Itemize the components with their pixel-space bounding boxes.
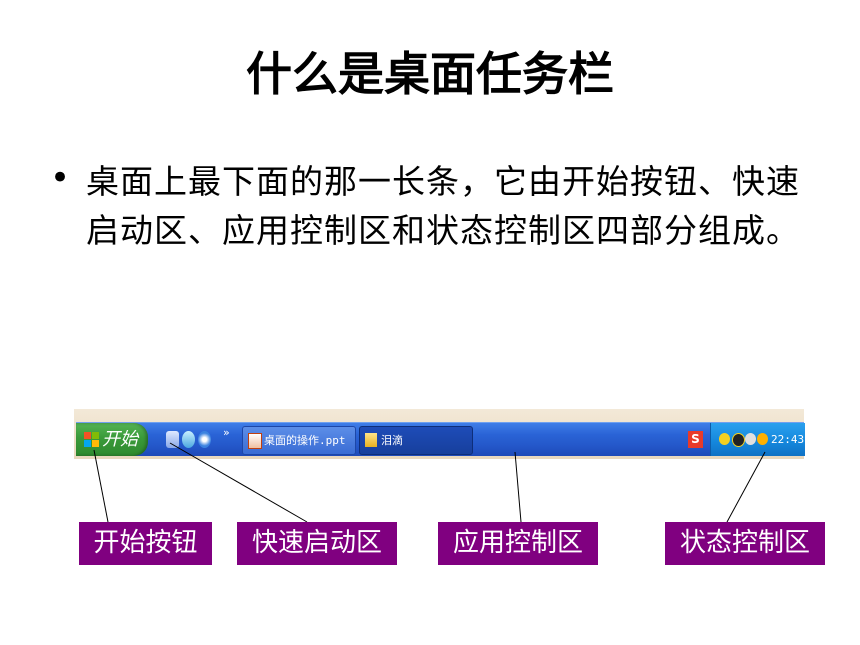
input-method-icon[interactable]: S xyxy=(688,431,703,448)
callout-line-tray xyxy=(726,451,766,523)
powerpoint-icon xyxy=(248,433,262,449)
bullet-text: 桌面上最下面的那一长条，它由开始按钮、快速启动区、应用控制区和状态控制区四部分组… xyxy=(86,162,800,250)
tray-status-icon[interactable] xyxy=(757,433,768,445)
task-button-ppt[interactable]: 桌面的操作.ppt xyxy=(242,426,356,455)
callout-line-start xyxy=(93,449,109,523)
start-label: 开始 xyxy=(102,429,138,450)
callout-quick-launch: 快速启动区 xyxy=(237,522,397,565)
callout-line-quicklaunch xyxy=(169,442,308,523)
start-button[interactable]: 开始 xyxy=(76,423,148,456)
taskbar: 开始 » 桌面的操作.ppt 泪滴 S 22:43 xyxy=(76,422,805,456)
slide-title: 什么是桌面任务栏 xyxy=(246,47,614,101)
tray-speaker-icon[interactable] xyxy=(745,433,756,445)
callout-app-control: 应用控制区 xyxy=(438,522,598,565)
quick-launch-media-icon[interactable] xyxy=(182,431,195,448)
folder-icon xyxy=(365,433,377,447)
tray-qq-icon[interactable] xyxy=(719,433,730,445)
task-label: 桌面的操作.ppt xyxy=(264,434,346,447)
quick-launch-more-icon[interactable]: » xyxy=(223,426,230,439)
task-label: 泪滴 xyxy=(381,434,403,447)
quick-launch-desktop-icon[interactable] xyxy=(166,431,179,448)
quick-launch-ie-icon[interactable] xyxy=(198,431,211,448)
windows-logo-icon xyxy=(84,432,99,447)
bullet-marker: • xyxy=(50,158,71,198)
task-button-folder[interactable]: 泪滴 xyxy=(359,426,473,455)
callout-line-app xyxy=(514,451,522,523)
tray-penguin-icon[interactable] xyxy=(732,433,745,447)
clock: 22:43 xyxy=(771,433,805,446)
callout-status-control: 状态控制区 xyxy=(665,522,825,565)
callout-start-button: 开始按钮 xyxy=(79,522,212,565)
system-tray: 22:43 xyxy=(710,423,805,456)
